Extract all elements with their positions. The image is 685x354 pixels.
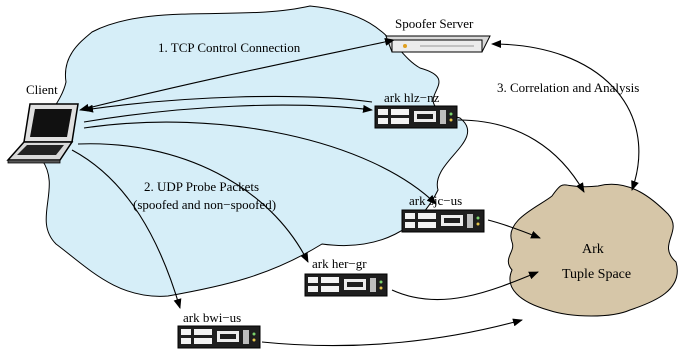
arrow-her-to-tuple bbox=[391, 271, 539, 301]
hlz-label: ark hlz−nz bbox=[384, 90, 440, 105]
arrow-sjc-to-tuple bbox=[487, 219, 541, 239]
sjc-label: ark sjc−us bbox=[409, 193, 462, 208]
her-label: ark her−gr bbox=[312, 256, 367, 271]
arrow-client-to-her bbox=[77, 143, 309, 263]
arrow-hlz-to-tuple bbox=[457, 119, 585, 193]
arrow-hlz-to-client bbox=[83, 95, 373, 113]
udp-label-line1: 2. UDP Probe Packets bbox=[144, 179, 259, 194]
server-bwi-icon bbox=[177, 325, 261, 349]
laptop-icon bbox=[6, 103, 79, 164]
arrow-correlation-analysis bbox=[491, 40, 640, 191]
spoofer-server-label: Spoofer Server bbox=[395, 16, 474, 31]
client-label: Client bbox=[26, 82, 58, 97]
server-her-icon bbox=[304, 273, 388, 297]
arrow-client-to-bwi bbox=[71, 149, 182, 309]
bwi-label: ark bwi−us bbox=[183, 310, 241, 325]
tuple-label-line1: Ark bbox=[582, 242, 604, 257]
arrow-client-to-hlz bbox=[83, 104, 373, 123]
arrow-bwi-to-tuple bbox=[261, 318, 523, 347]
server-sjc-icon bbox=[401, 209, 485, 233]
spoofer-server-icon bbox=[385, 35, 491, 53]
tuple-label-line2: Tuple Space bbox=[562, 267, 631, 282]
arrow-client-to-sjc bbox=[83, 121, 437, 205]
correlation-label: 3. Correlation and Analysis bbox=[497, 80, 639, 95]
arrow-tcp-control bbox=[79, 37, 395, 112]
tcp-label: 1. TCP Control Connection bbox=[158, 40, 301, 55]
server-hlz-icon bbox=[374, 105, 458, 129]
udp-label-line2: (spoofed and non−spoofed) bbox=[133, 197, 276, 212]
